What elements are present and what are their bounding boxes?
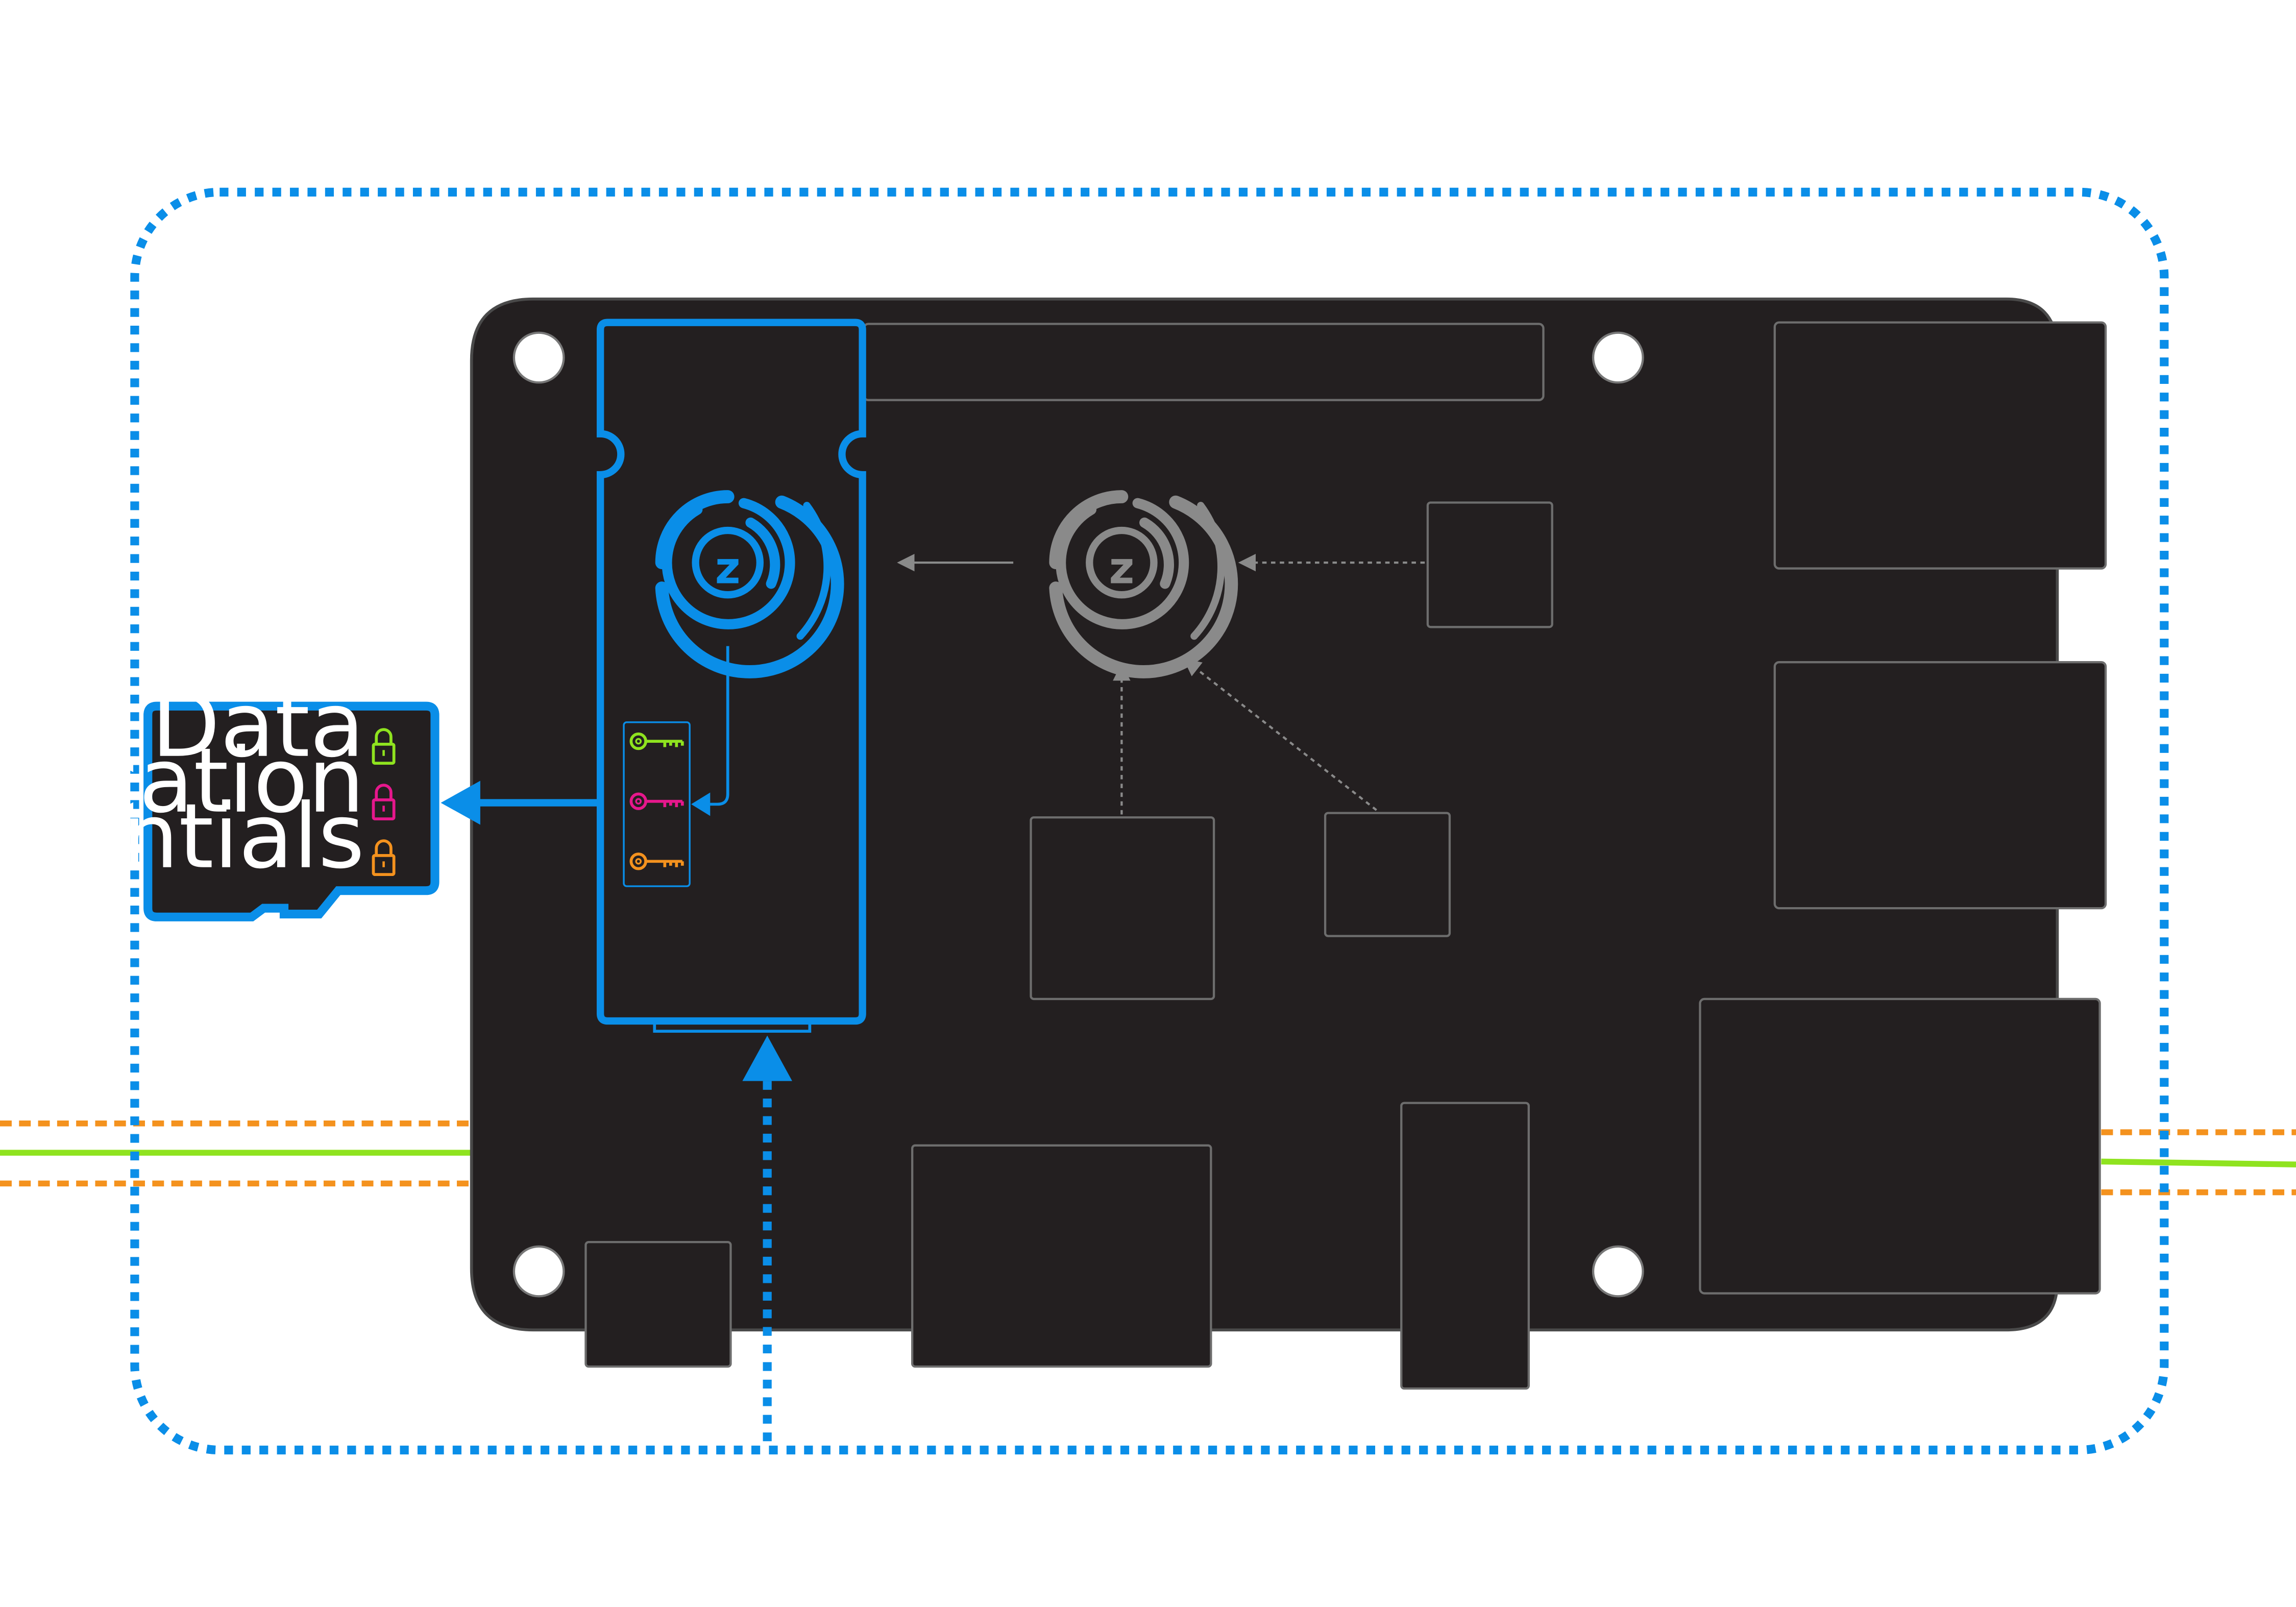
- usb-port-top: [1773, 321, 2107, 570]
- logo-to-keys-arrowhead: [691, 792, 711, 816]
- sd-card-label: Credentials: [0, 785, 364, 889]
- audio-port: [1400, 1102, 1530, 1390]
- secure-element-logo-icon: [655, 490, 844, 678]
- gray-arrows: [897, 553, 1425, 815]
- mounting-hole: [1592, 331, 1644, 384]
- chip-top: [1426, 501, 1553, 628]
- secure-element-logo-letter: z: [715, 543, 741, 594]
- board-components: [584, 321, 2107, 1390]
- trust-boundary: [130, 187, 2169, 1455]
- sd-card-label: Application: [0, 729, 364, 833]
- ethernet-port: [1699, 997, 2101, 1295]
- module-connector: [653, 1020, 812, 1033]
- logo-to-keys-line: [709, 646, 729, 806]
- usb-port-middle: [1773, 661, 2107, 910]
- processor-logo-icon: [1049, 490, 1238, 678]
- mounting-holes: [512, 331, 1644, 1298]
- chip-small: [1324, 812, 1451, 937]
- chip-large: [1030, 816, 1215, 1001]
- sd-card: [143, 701, 439, 921]
- sd-card-label: Data: [152, 674, 365, 777]
- power-port: [584, 1241, 732, 1368]
- key-store: [623, 721, 691, 887]
- mounting-hole: [1592, 1245, 1644, 1298]
- sd-arrowhead: [441, 781, 480, 825]
- mounting-hole: [512, 331, 565, 384]
- mounting-hole: [512, 1245, 565, 1298]
- hdmi-port: [911, 1144, 1212, 1368]
- network-lines: [0, 1121, 2296, 1196]
- gpio-header: [863, 323, 1545, 401]
- sd-card-label-list: DataApplicationCredentials: [0, 674, 394, 889]
- green-line-right: [2101, 1158, 2296, 1167]
- secure-boot-arrowhead: [742, 1035, 792, 1081]
- processor-logo-letter: z: [1109, 543, 1134, 594]
